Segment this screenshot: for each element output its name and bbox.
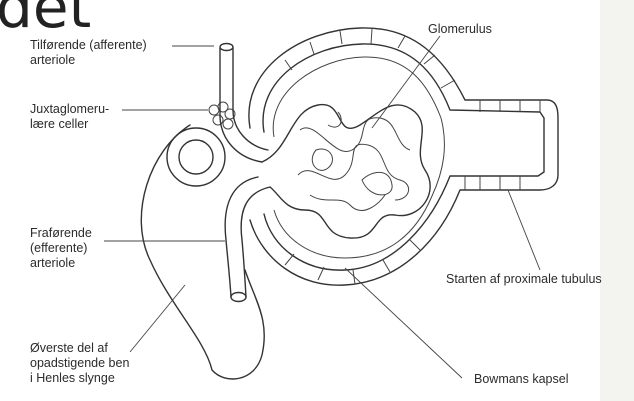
glomerulus-tuft: [262, 105, 430, 239]
paper-shade: [600, 0, 634, 401]
henle-loop: [141, 125, 264, 379]
label-efferent-arteriole: Fraførende(efferente)arteriole: [30, 226, 92, 271]
bowman-capsule: [249, 28, 558, 285]
tubule-cells: [285, 29, 540, 284]
afferent-arteriole: [220, 44, 268, 163]
label-afferent-arteriole: Tilførende (afferente)arteriole: [30, 38, 147, 68]
label-bowman-capsule: Bowmans kapsel: [474, 372, 569, 387]
label-glomerulus: Glomerulus: [428, 22, 492, 37]
leader-lines: [104, 36, 540, 378]
efferent-arteriole: [225, 177, 270, 302]
juxtaglomerular-cells: [167, 102, 235, 186]
label-proximal-tubule: Starten af proximale tubulus: [446, 272, 602, 287]
label-juxtaglomerular-cells: Juxtaglomeru-lære celler: [30, 102, 109, 132]
